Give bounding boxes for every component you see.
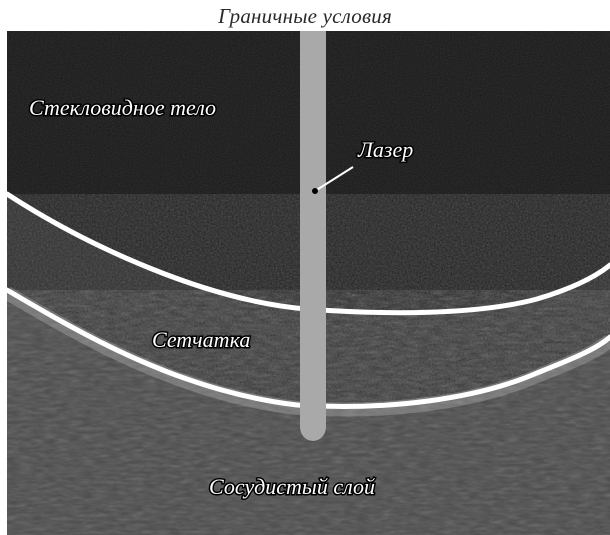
- label-vitreous: Стекловидное тело: [29, 95, 216, 120]
- oct-image: Стекловидное тело Лазер Сетчатка Сосудис…: [7, 31, 610, 535]
- laser-probe: [300, 31, 326, 441]
- label-choroid: Сосудистый слой: [209, 474, 375, 499]
- laser-pointer-dot: [312, 188, 318, 194]
- label-laser: Лазер: [357, 137, 413, 162]
- oct-figure: Стекловидное тело Лазер Сетчатка Сосудис…: [7, 31, 610, 535]
- label-retina: Сетчатка: [152, 327, 250, 352]
- figure-title: Граничные условия: [0, 4, 610, 29]
